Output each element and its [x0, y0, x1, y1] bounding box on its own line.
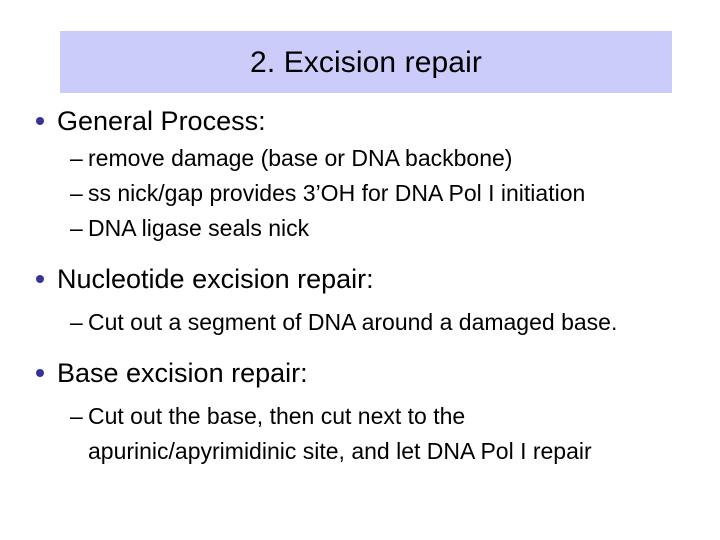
bullet-heading-label: Base excision repair: [57, 358, 308, 388]
bullet-heading-label: Nucleotide excision repair: [57, 264, 374, 294]
sub-bullet-label: Cut out the base, then cut next to the a… [88, 403, 592, 464]
bullet-section-nucleotide-excision-repair: Nucleotide excision repair: – Cut out a … [0, 262, 720, 340]
slide-title: 2. Excision repair [250, 45, 482, 79]
en-dash-icon: – [70, 403, 83, 429]
bullet-heading: General Process: [0, 104, 720, 139]
sub-bullet-list: – Cut out the base, then cut next to the… [0, 399, 720, 469]
en-dash-icon: – [70, 309, 83, 335]
bullet-dot-icon [36, 275, 44, 283]
en-dash-icon: – [70, 145, 83, 171]
bullet-heading-label: General Process: [57, 106, 266, 136]
en-dash-icon: – [70, 215, 83, 241]
sub-bullet-label: remove damage (base or DNA backbone) [88, 145, 513, 171]
slide-body: General Process: – remove damage (base o… [0, 104, 720, 469]
sub-bullet-label: DNA ligase seals nick [88, 215, 310, 241]
bullet-heading: Nucleotide excision repair: [0, 262, 720, 297]
bullet-heading: Base excision repair: [0, 356, 720, 391]
bullet-section-general-process: General Process: – remove damage (base o… [0, 104, 720, 246]
sub-bullet-label: Cut out a segment of DNA around a damage… [88, 309, 618, 335]
sub-bullet-list: – remove damage (base or DNA backbone) –… [0, 141, 720, 246]
bullet-dot-icon [36, 117, 44, 125]
sub-bullet-label: ss nick/gap provides 3’OH for DNA Pol I … [88, 180, 586, 206]
bullet-dot-icon [36, 369, 44, 377]
bullet-section-base-excision-repair: Base excision repair: – Cut out the base… [0, 356, 720, 469]
sub-bullet-item: – DNA ligase seals nick [0, 211, 720, 246]
sub-bullet-item: – ss nick/gap provides 3’OH for DNA Pol … [0, 176, 720, 211]
sub-bullet-item: – Cut out a segment of DNA around a dama… [0, 305, 720, 340]
sub-bullet-item: – Cut out the base, then cut next to the… [0, 399, 720, 469]
sub-bullet-item: – remove damage (base or DNA backbone) [0, 141, 720, 176]
sub-bullet-list: – Cut out a segment of DNA around a dama… [0, 305, 720, 340]
en-dash-icon: – [70, 180, 83, 206]
slide-title-banner: 2. Excision repair [60, 31, 672, 93]
